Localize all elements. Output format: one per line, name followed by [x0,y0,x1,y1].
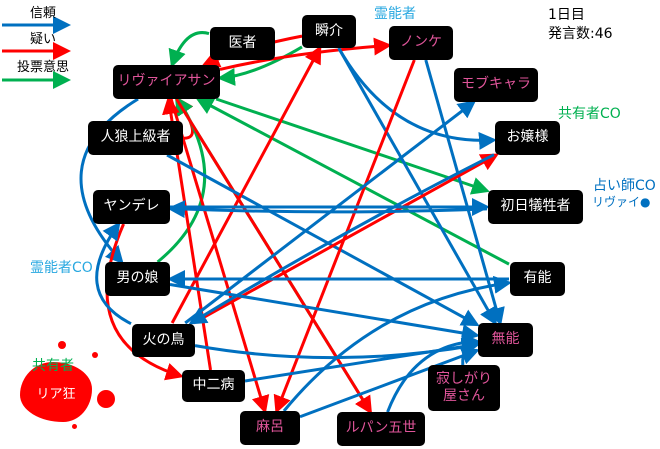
node-sabishi[interactable]: 寂しがり屋さん [428,365,500,411]
shared-co-label: 共有者CO [558,106,621,122]
node-label: 火の鳥 [142,331,185,348]
edge-trust-shunsuke-to-muno [337,47,497,326]
edge-vote-shunsuke-to-leviathan [217,45,303,86]
node-yuno[interactable]: 有能 [510,262,565,296]
node-nonke[interactable]: ノンケ [389,26,453,60]
medium-label: 霊能者 [374,6,416,22]
node-label: 麻呂 [256,419,284,436]
node-label: お嬢様 [506,129,549,146]
edge-vote-yuno-to-leviathan [195,97,510,266]
edge-trust-nonke-to-muno [424,59,505,326]
node-hinotori[interactable]: 火の鳥 [132,324,195,357]
node-mob[interactable]: モブキャラ [454,68,538,102]
node-isha[interactable]: 医者 [210,27,275,60]
node-chuni[interactable]: 中二病 [182,370,245,402]
edge-doubt-leviathan-to-nonke [219,37,392,71]
remark-count: 発言数:46 [548,26,613,42]
edge-doubt-hinotori-to-ojou [192,153,499,325]
node-label: 無能 [491,331,520,348]
edge-trust-chuni-to-muno [244,337,480,383]
edge-trust-otoko-to-muno [169,282,480,342]
node-shunsuke[interactable]: 瞬介 [302,15,356,48]
node-label: 人狼上級者 [100,129,171,146]
edge-trust-lupin-to-muno [386,332,480,413]
edge-trust-hinotori-to-yandere [95,221,132,326]
day-label: 1日目 [548,7,585,23]
node-label: 中二病 [192,377,235,394]
node-riakyo[interactable]: リア狂 [20,362,92,422]
node-label: 瞬介 [315,22,343,39]
node-leviathan[interactable]: リヴァイアサン [113,65,220,99]
edge-doubt-nonke-to-maro [273,59,416,414]
edge-trust-maro-to-yuno [282,275,512,412]
node-label-line2: 屋さん [443,388,485,404]
node-ojou[interactable]: お嬢様 [495,121,560,155]
seer-co-label: 占い師CO [593,178,656,194]
edge-trust-leviathan-to-otoko [79,97,139,265]
medium-co-label: 霊能者CO [30,260,93,276]
legend-trust: 信頼 [4,2,82,21]
edge-vote-leviathan-to-shonichi [215,97,490,195]
edge-trust-ojou-to-hinotori [188,153,495,325]
edge-vote-isha-to-leviathan [168,31,210,68]
node-label: 初日犠牲者 [500,198,571,215]
node-label: 男の娘 [116,270,159,287]
node-label: ヤンデレ [103,198,160,215]
node-maro[interactable]: 麻呂 [240,411,300,445]
edge-trust-maro-to-muno [299,347,480,419]
seer-result-label: リヴァイ● [592,195,651,209]
node-label: ルパン五世 [345,420,417,437]
legend-trust-label: 信頼 [29,6,56,21]
node-shonichi[interactable]: 初日犠牲者 [488,190,583,224]
legend-vote-label: 投票意思 [16,60,69,75]
node-otoko[interactable]: 男の娘 [105,262,170,296]
node-jinro[interactable]: 人狼上級者 [88,121,183,155]
node-label: ノンケ [400,34,442,51]
node-label: 医者 [228,34,257,51]
legend-doubt: 疑い [4,28,82,47]
node-label-line1: 寂しがり [436,370,492,387]
node-label: 有能 [523,270,552,287]
node-muno[interactable]: 無能 [478,323,533,357]
legend-vote: 投票意思 [4,56,82,75]
status-block: 1日目 発言数:46 [548,6,613,44]
node-riakyo-label: リア狂 [36,386,76,402]
node-label: モブキャラ [461,76,531,93]
edge-doubt-leviathan-to-maro [169,98,270,414]
node-lupin[interactable]: ルパン五世 [337,412,425,446]
node-yandere[interactable]: ヤンデレ [93,190,170,224]
legend-doubt-label: 疑い [29,32,56,47]
edge-trust-shonichi-to-yandere [167,200,488,219]
node-label: リヴァイアサン [117,73,216,90]
edge-doubt-yandere-to-chuni [105,223,184,381]
shared-label: 共有者 [32,358,74,374]
